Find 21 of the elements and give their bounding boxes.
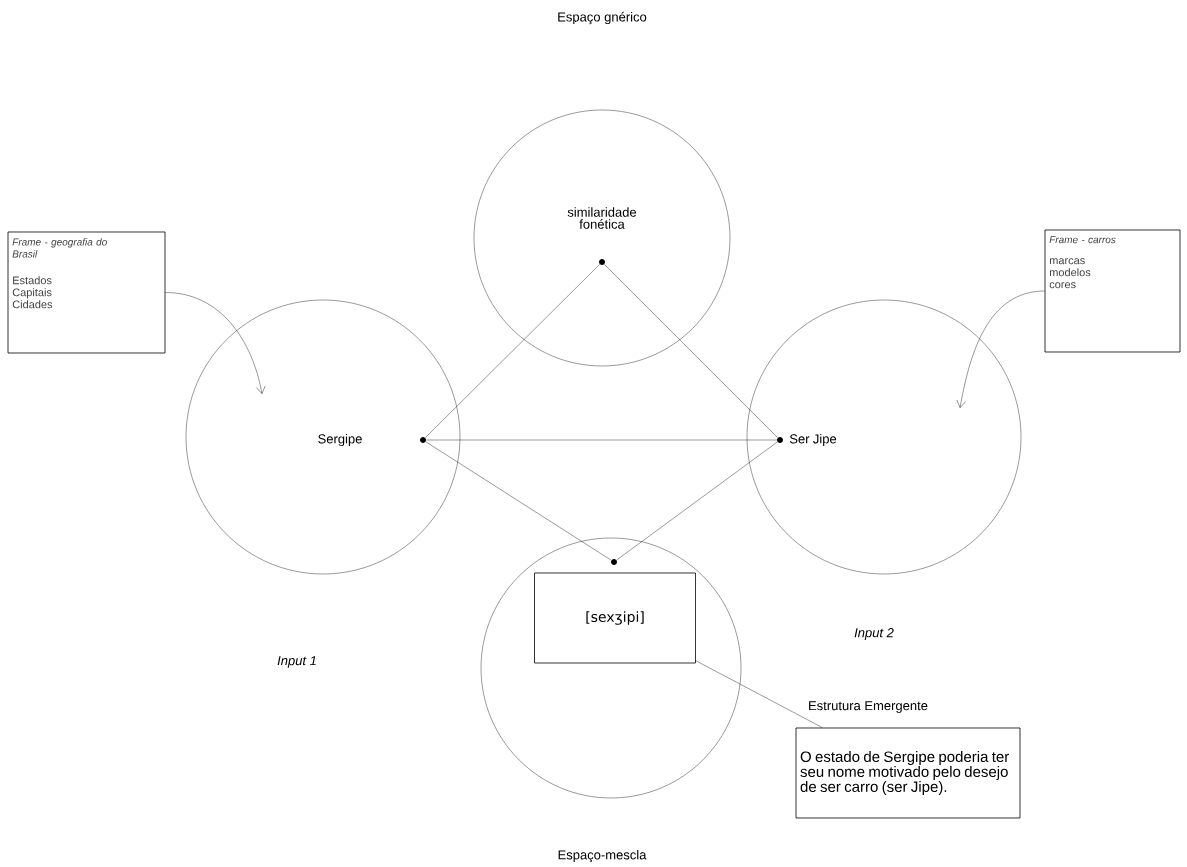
line xyxy=(616,441,778,561)
circle-text: Sergipe xyxy=(318,433,362,447)
text-box: O estado de Sergipe poderia ter seu nome motivado pelo desejo de ser carro (ser Jipe). xyxy=(795,727,1021,819)
label: Input 1 xyxy=(277,656,316,668)
curved-arrow xyxy=(956,290,1045,408)
line xyxy=(425,441,612,561)
circle-text: Ser Jipe xyxy=(789,433,837,447)
leader-line xyxy=(695,660,823,728)
label: Espaço-mescla xyxy=(558,849,647,863)
line xyxy=(425,264,600,438)
label: Input 2 xyxy=(854,628,894,640)
circle-text: similaridade fonética xyxy=(567,207,637,229)
curved-arrow xyxy=(165,292,266,394)
label: Espaço gnérico xyxy=(558,11,647,25)
frame-box: Frame - carros marcas modelos cores xyxy=(1044,229,1181,353)
line xyxy=(426,439,777,441)
heading: Estrutura Emergente xyxy=(809,701,928,713)
text-box: [sexʒipi] xyxy=(534,572,696,664)
line xyxy=(604,264,778,438)
circle xyxy=(480,537,742,799)
frame-box: Frame - geografia do Brasil Estados Capitais Cidades xyxy=(7,231,166,354)
